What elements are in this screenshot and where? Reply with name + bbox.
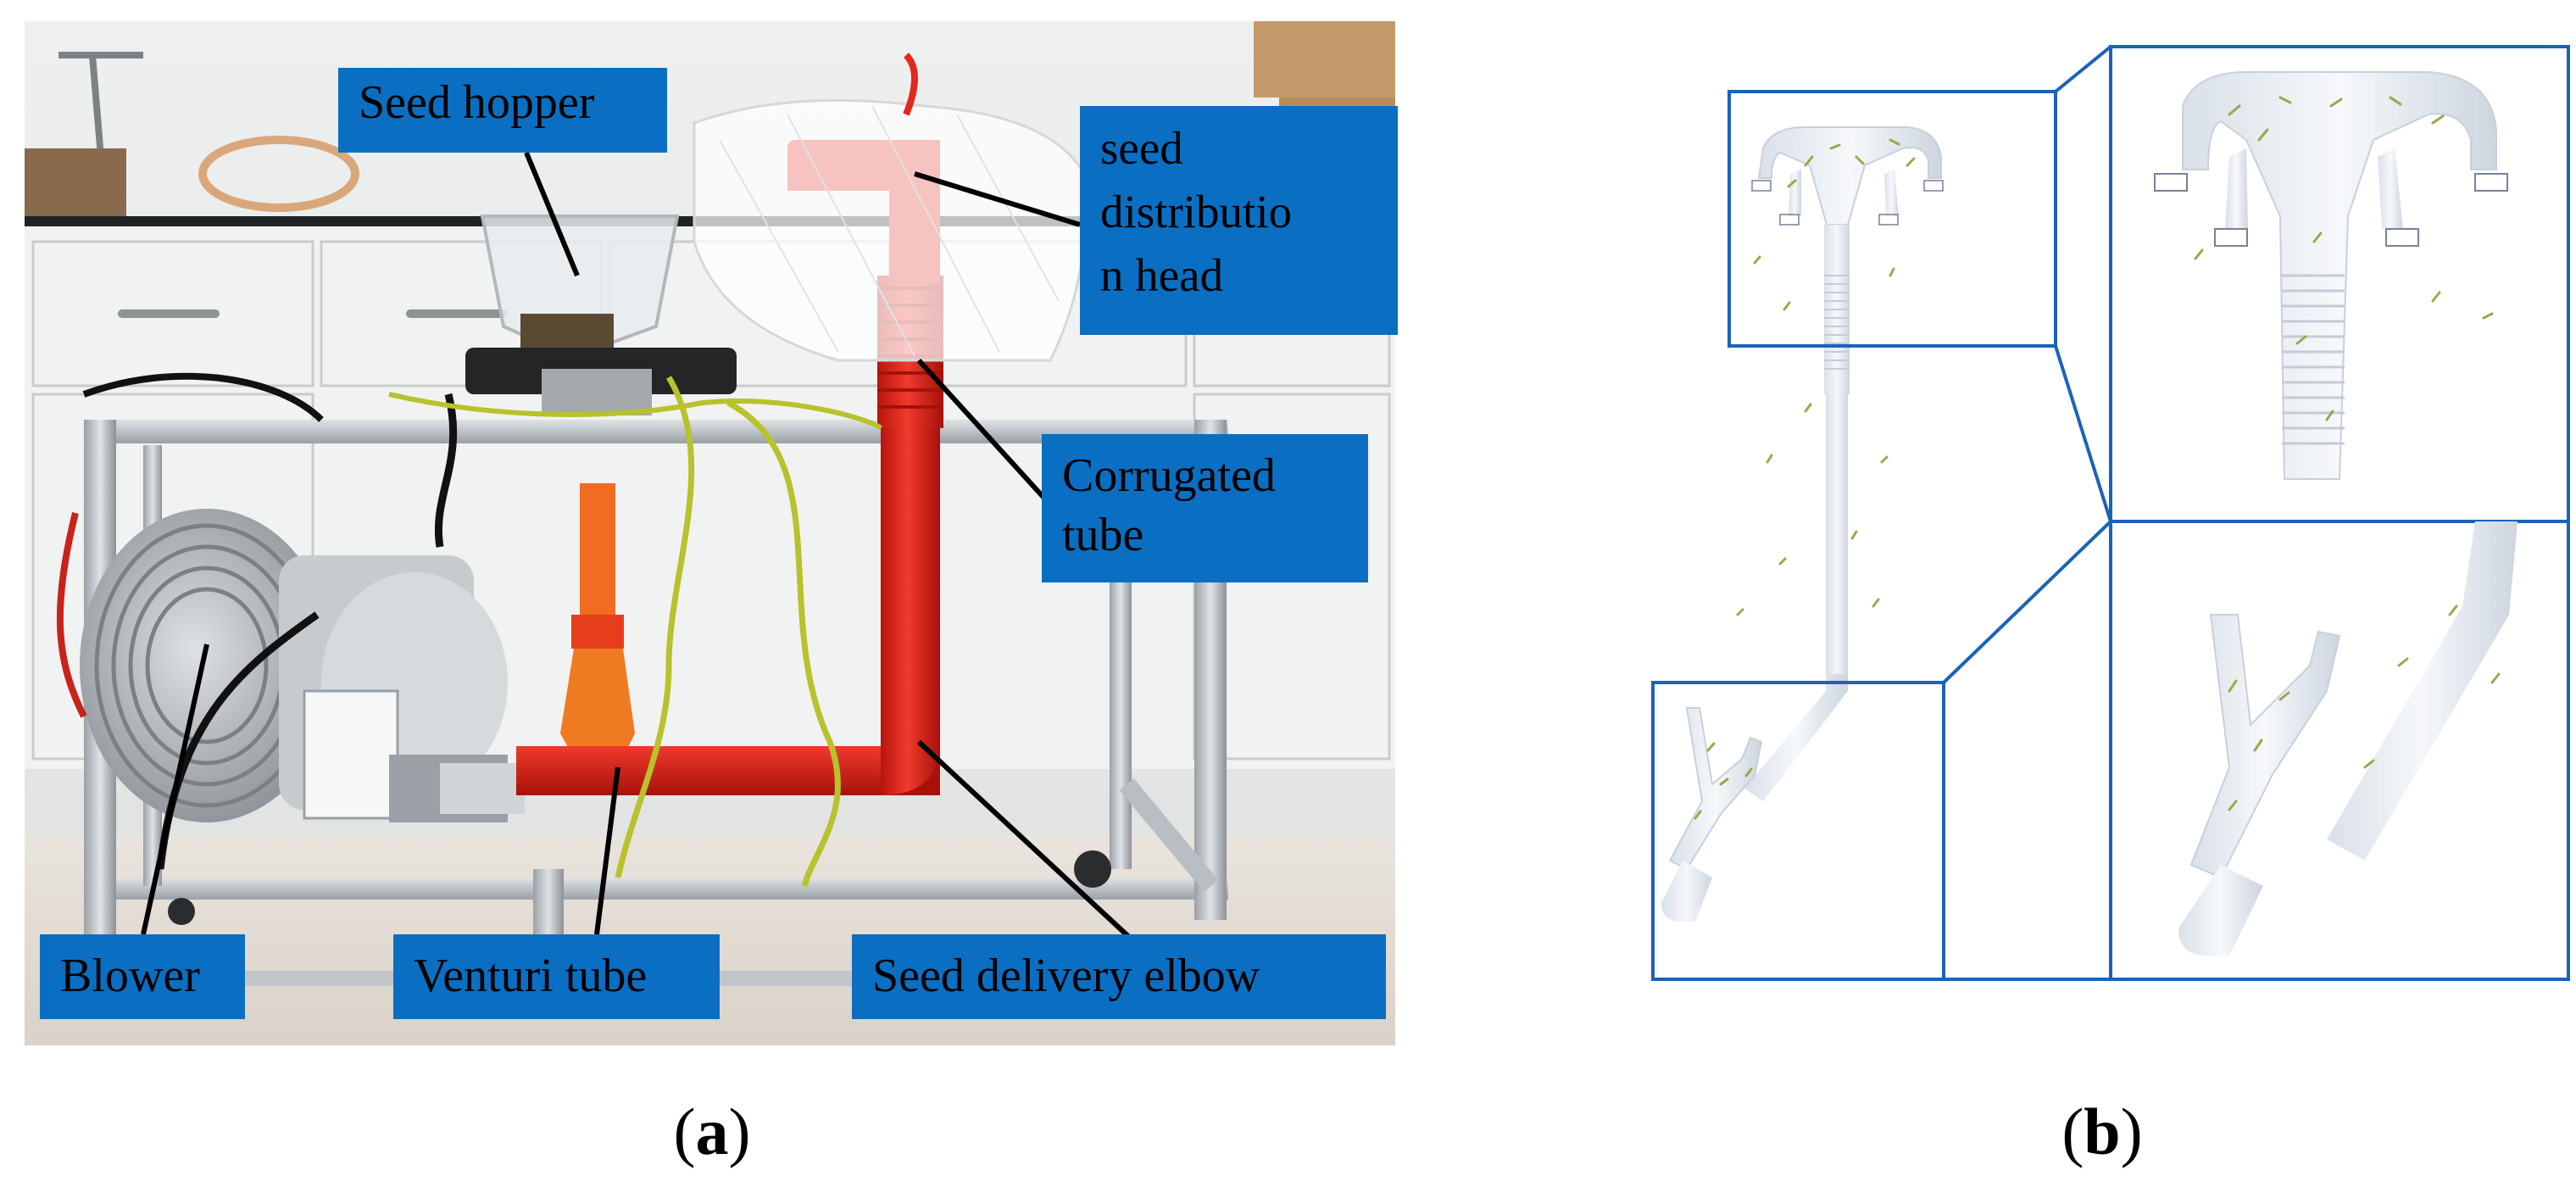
callout-seed-hopper: Seed hopper [338,68,667,153]
simulation-drawing [1651,45,2570,981]
callout-seed-distribution-head-line-3: n head [1100,249,1224,301]
panel-label-a: (a) [673,1095,751,1168]
simulation-figure [1636,21,2576,1039]
zoom-head-model [2154,71,2508,480]
zoom-y-model [2178,521,2518,956]
callout-seed-delivery-elbow: Seed delivery elbow [852,934,1386,1019]
callout-seed-distribution-head-line-1: seed [1100,122,1183,174]
apparatus-photo: Seed hopper seed distributio n head Corr… [25,21,1398,1045]
callout-venturi-tube: Venturi tube [393,934,720,1019]
callout-blower-text: Blower [60,950,200,1002]
callout-seed-distribution-head-line-2: distributio [1100,186,1293,237]
callout-corrugated-tube: Corrugated tube [1042,434,1368,582]
panel-label-b: (b) [2061,1095,2143,1168]
callout-seed-delivery-elbow-text: Seed delivery elbow [872,950,1260,1002]
seed-particles [1694,96,2501,820]
callout-corrugated-tube-line-1: Corrugated [1062,449,1276,502]
callout-seed-hopper-text: Seed hopper [359,76,595,129]
callout-venturi-tube-text: Venturi tube [414,950,648,1002]
callout-blower: Blower [40,934,245,1019]
callout-corrugated-tube-line-2: tube [1062,509,1144,561]
callout-seed-distribution-head: seed distributio n head [1080,106,1398,335]
zoom-frames [1651,45,2570,981]
full-pipe-model [1661,126,1944,922]
